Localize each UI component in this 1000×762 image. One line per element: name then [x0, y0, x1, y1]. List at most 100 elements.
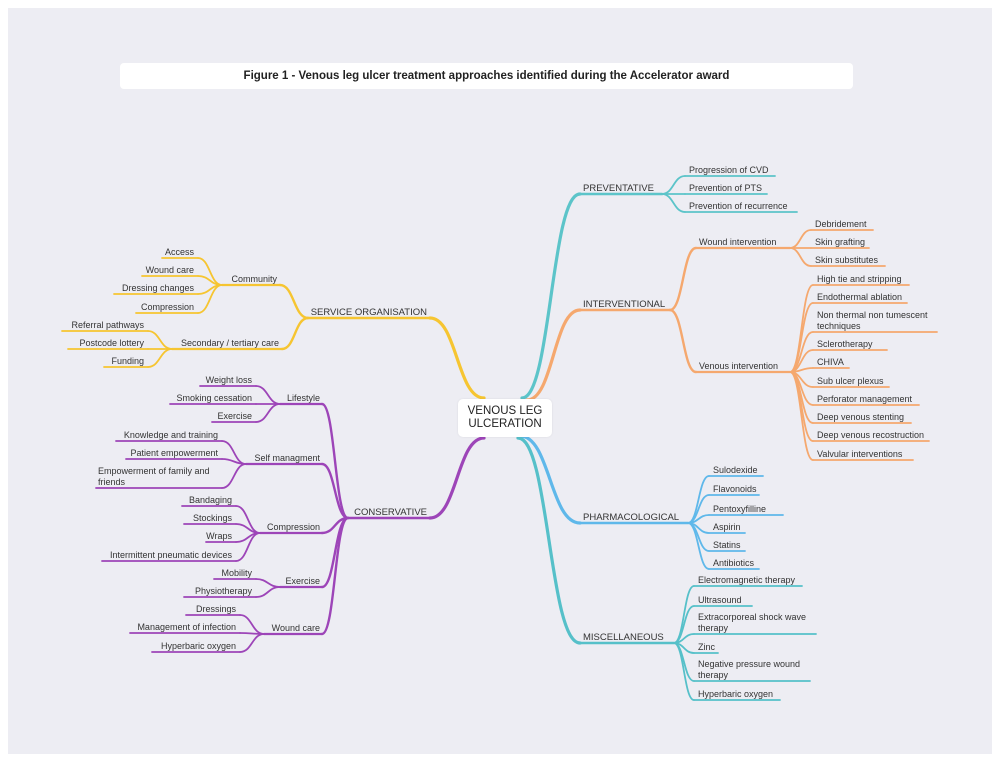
leaf-prevention-of-pts[interactable]: Prevention of PTS [689, 183, 762, 193]
leaf-link-woundcare-0 [239, 614, 265, 635]
leaf-sulodexide[interactable]: Sulodexide [713, 465, 758, 475]
branch-interventional[interactable]: INTERVENTIONAL [583, 299, 665, 310]
leaf-link-woundcare-2 [239, 633, 265, 653]
branch-curve-pharmacological [518, 434, 582, 525]
sub-woundcare[interactable]: Wound care [272, 623, 320, 633]
leaf-link-exercise-1 [255, 586, 281, 598]
leaf-link-community-3 [197, 284, 223, 314]
sub-secondary[interactable]: Secondary / tertiary care [181, 338, 279, 348]
leaf-link-pharmacological-5 [687, 522, 710, 570]
sub-link-wound-intervention [668, 246, 698, 312]
leaf-link-self-2 [221, 463, 247, 489]
leaf-hyperbaric-oxygen[interactable]: Hyperbaric oxygen [698, 689, 773, 699]
leaf-dressings[interactable]: Dressings [196, 604, 237, 614]
leaf-link-venous-intervention-0 [789, 284, 814, 373]
sub-venous-intervention[interactable]: Venous intervention [699, 361, 778, 371]
branch-service[interactable]: SERVICE ORGANISATION [311, 307, 427, 318]
sub-self[interactable]: Self managment [254, 453, 320, 463]
leaf-endothermal-ablation[interactable]: Endothermal ablation [817, 292, 902, 302]
leaf-aspirin[interactable]: Aspirin [713, 522, 741, 532]
mindmap-canvas [8, 8, 992, 754]
leaf-pentoxyfilline[interactable]: Pentoxyfilline [713, 504, 766, 514]
leaf-hyperbaric-oxygen[interactable]: Hyperbaric oxygen [161, 641, 236, 651]
sub-community[interactable]: Community [231, 274, 277, 284]
leaf-debridement[interactable]: Debridement [815, 219, 867, 229]
leaf-management-of-infection[interactable]: Management of infection [137, 622, 236, 632]
branch-curve-interventional [525, 308, 582, 402]
branch-curve-service [428, 316, 486, 400]
branch-curve-preventative [520, 192, 582, 400]
branch-curve-conservative [428, 436, 486, 520]
leaf-link-miscellaneous-5 [673, 642, 695, 701]
leaf-link-wound-intervention-0 [789, 229, 812, 249]
leaf-antibiotics[interactable]: Antibiotics [713, 558, 755, 568]
leaf-wound-care[interactable]: Wound care [146, 265, 194, 275]
leaf-chiva[interactable]: CHIVA [817, 357, 844, 367]
sub-exercise[interactable]: Exercise [285, 576, 320, 586]
leaf-postcode-lottery[interactable]: Postcode lottery [79, 338, 144, 348]
leaf-deep-venous-stenting[interactable]: Deep venous stenting [817, 412, 904, 422]
leaf-patient-empowerment[interactable]: Patient empowerment [130, 448, 218, 458]
leaf-skin-grafting[interactable]: Skin grafting [815, 237, 865, 247]
branch-miscellaneous[interactable]: MISCELLANEOUS [583, 632, 664, 643]
leaf-funding[interactable]: Funding [111, 356, 144, 366]
central-topic-line-2: ULCERATION [468, 418, 542, 430]
leaf-intermittent-pneumatic-devices[interactable]: Intermittent pneumatic devices [110, 550, 233, 560]
central-topic-line-1: VENOUS LEG [467, 405, 543, 417]
leaf-link-self-1 [221, 458, 247, 465]
leaf-link-wound-intervention-2 [789, 247, 812, 267]
sub-lifestyle[interactable]: Lifestyle [287, 393, 320, 403]
leaf-compression[interactable]: Compression [141, 302, 194, 312]
leaf-physiotherapy[interactable]: Physiotherapy [195, 586, 253, 596]
leaf-flavonoids[interactable]: Flavonoids [713, 484, 757, 494]
leaf-zinc[interactable]: Zinc [698, 642, 716, 652]
leaf-bandaging[interactable]: Bandaging [189, 495, 232, 505]
leaf-link-venous-intervention-8 [789, 371, 814, 442]
leaf-smoking-cessation[interactable]: Smoking cessation [176, 393, 252, 403]
leaf-link-compression-3 [235, 532, 261, 562]
leaf-link-secondary-2 [147, 348, 173, 368]
leaf-link-secondary-0 [147, 330, 173, 350]
leaf-sclerotherapy[interactable]: Sclerotherapy [817, 339, 873, 349]
sub-compression[interactable]: Compression [267, 522, 320, 532]
leaf-statins[interactable]: Statins [713, 540, 741, 550]
sub-link-venous-intervention [668, 308, 698, 374]
leaf-link-lifestyle-2 [255, 403, 281, 423]
leaf-deep-venous-recostruction[interactable]: Deep venous recostruction [817, 430, 924, 440]
sub-link-self [320, 462, 350, 520]
branch-preventative[interactable]: PREVENTATIVE [583, 183, 654, 194]
leaf-dressing-changes[interactable]: Dressing changes [122, 283, 195, 293]
leaf-knowledge-and-training[interactable]: Knowledge and training [124, 430, 218, 440]
leaf-valvular-interventions[interactable]: Valvular interventions [817, 449, 903, 459]
leaf-referral-pathways[interactable]: Referral pathways [71, 320, 144, 330]
figure-title: Figure 1 - Venous leg ulcer treatment ap… [120, 63, 853, 89]
branch-conservative[interactable]: CONSERVATIVE [354, 507, 427, 518]
leaf-progression-of-cvd[interactable]: Progression of CVD [689, 165, 769, 175]
leaf-link-preventative-0 [661, 175, 686, 195]
sub-link-lifestyle [320, 402, 350, 520]
leaf-ultrasound[interactable]: Ultrasound [698, 595, 742, 605]
leaf-access[interactable]: Access [165, 247, 195, 257]
leaf-stockings[interactable]: Stockings [193, 513, 233, 523]
sub-wound-intervention[interactable]: Wound intervention [699, 237, 776, 247]
leaf-skin-substitutes[interactable]: Skin substitutes [815, 255, 879, 265]
central-topic[interactable]: VENOUS LEG ULCERATION [458, 399, 552, 437]
leaf-perforator-management[interactable]: Perforator management [817, 394, 913, 404]
figure-title-text: Figure 1 - Venous leg ulcer treatment ap… [243, 70, 730, 82]
branch-pharmacological[interactable]: PHARMACOLOGICAL [583, 512, 679, 523]
leaf-electromagnetic-therapy[interactable]: Electromagnetic therapy [698, 575, 796, 585]
leaf-link-preventative-2 [661, 193, 686, 213]
leaf-prevention-of-recurrence[interactable]: Prevention of recurrence [689, 201, 788, 211]
leaf-exercise[interactable]: Exercise [217, 411, 252, 421]
leaf-high-tie-and-stripping[interactable]: High tie and stripping [817, 274, 902, 284]
leaf-mobility[interactable]: Mobility [221, 568, 252, 578]
leaf-sub-ulcer-plexus[interactable]: Sub ulcer plexus [817, 376, 884, 386]
sub-link-community [278, 283, 310, 320]
leaf-link-pharmacological-2 [687, 514, 710, 524]
leaf-wraps[interactable]: Wraps [206, 531, 232, 541]
leaf-weight-loss[interactable]: Weight loss [206, 375, 253, 385]
